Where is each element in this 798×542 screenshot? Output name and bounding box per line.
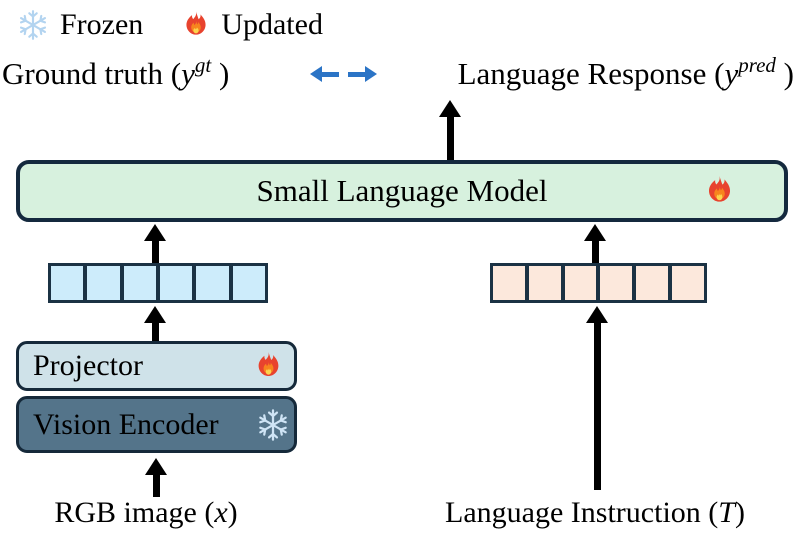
fire-icon: [181, 10, 211, 40]
exchange-arrows-icon: [309, 66, 377, 82]
ground-truth-label: Ground truth (ygt ): [2, 53, 230, 91]
rgb-image-label: RGB image (x): [54, 496, 238, 529]
projector-block: Projector: [16, 341, 297, 391]
language-response-label: Language Response (ypred ): [457, 53, 794, 91]
legend-frozen-label: Frozen: [60, 8, 144, 41]
legend: Frozen Updated: [16, 4, 323, 46]
legend-updated-label: Updated: [221, 8, 323, 41]
arrow-visual-tokens-to-slm: [144, 224, 166, 263]
token-cell: [564, 266, 597, 300]
token-cell: [528, 266, 561, 300]
fire-icon: [703, 175, 736, 208]
text-token-strip: [490, 263, 707, 303]
arrow-right-icon: [347, 66, 377, 82]
arrow-rgb-to-vision-encoder: [145, 458, 167, 497]
arrow-text-tokens-to-slm: [584, 224, 606, 263]
small-language-model-block: Small Language Model: [16, 160, 788, 222]
arrow-instruction-to-text-tokens: [586, 306, 608, 490]
token-cell: [87, 266, 120, 300]
arrow-projector-to-visual-tokens: [144, 306, 166, 341]
vision-encoder-label: Vision Encoder: [33, 407, 219, 441]
token-cell: [600, 266, 633, 300]
snowflake-icon: [255, 407, 291, 443]
token-cell: [51, 266, 84, 300]
vision-encoder-block: Vision Encoder: [16, 396, 297, 453]
language-instruction-label: Language Instruction (T): [445, 496, 745, 529]
fire-icon: [253, 351, 284, 382]
token-cell: [232, 266, 265, 300]
token-cell: [159, 266, 193, 300]
small-language-model-label: Small Language Model: [256, 173, 548, 208]
arrow-left-icon: [309, 66, 339, 82]
token-cell: [196, 266, 229, 300]
token-cell: [636, 266, 669, 300]
arrow-slm-to-response: [439, 100, 461, 160]
token-cell: [493, 266, 525, 300]
token-cell: [123, 266, 156, 300]
token-cell: [672, 266, 704, 300]
visual-token-strip: [48, 263, 268, 303]
loss-equation-row: Ground truth (ygt ) Language Response (y…: [2, 53, 794, 92]
projector-label: Projector: [33, 349, 143, 382]
snowflake-icon: [16, 8, 50, 42]
